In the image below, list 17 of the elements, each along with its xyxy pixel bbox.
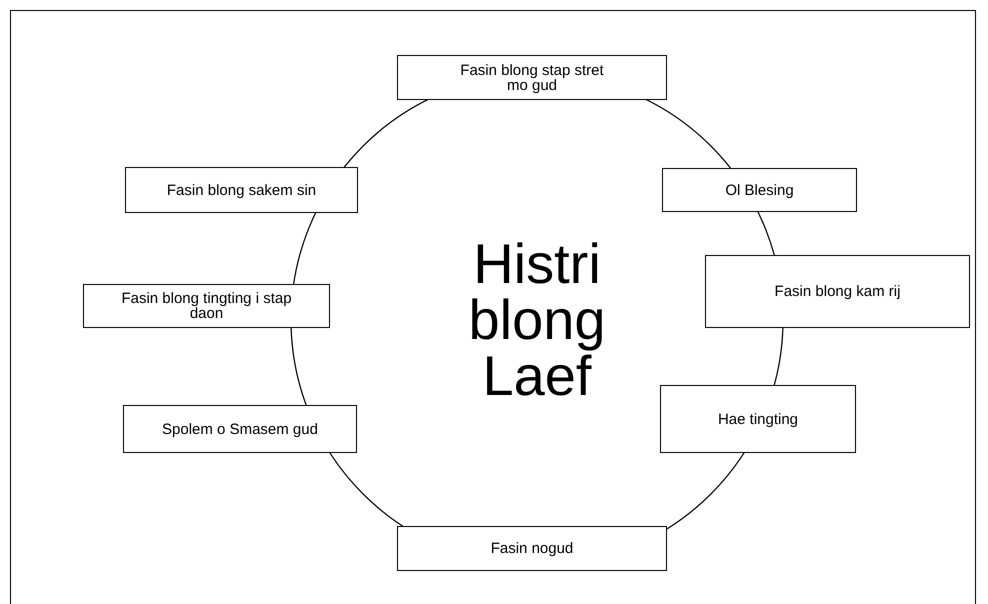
center-title: Histri blong Laef [467,236,607,404]
stage-box [125,167,358,213]
stage-label: Ol Blesing [725,182,794,198]
stage-label: Fasin blong sakem sin [166,182,316,198]
stage-label: Fasin blong stap stret mo gud [459,62,605,92]
stage-label: Spolem o Smasem gud [162,422,318,436]
stage-label: Fasin blong tingting i stap daon [120,291,293,321]
stage-box [397,526,667,571]
stage-box [662,168,857,212]
stage-box [83,284,330,328]
stage-box [397,55,667,100]
stage-label: Fasin blong kam rij [774,284,900,299]
stage-label: Fasin nogud [490,541,574,556]
stage-box [660,385,856,453]
stage-box [705,255,970,328]
stage-box [123,405,357,453]
stage-label: Hae tingting [718,412,798,426]
